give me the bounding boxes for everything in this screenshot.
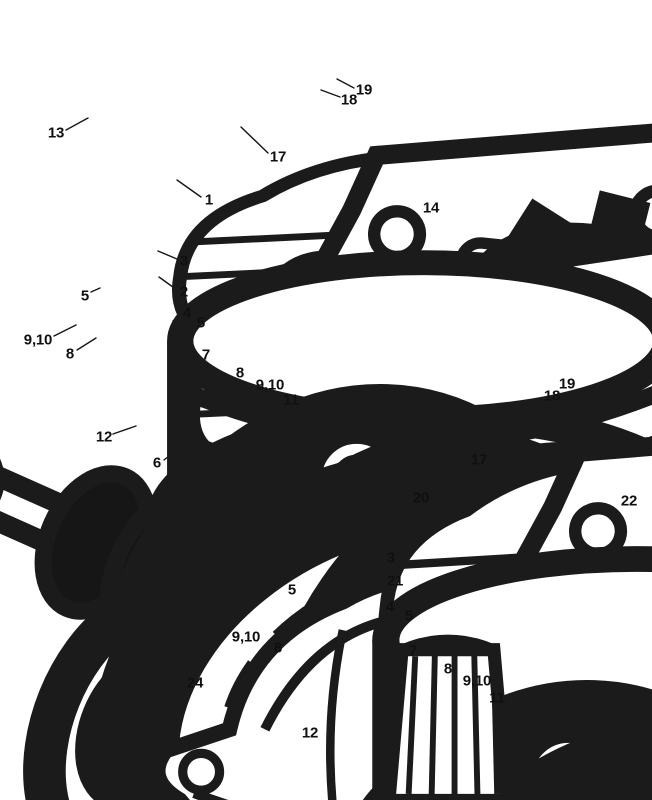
label-bottom-snap-ring-left: 5: [287, 581, 297, 599]
label-top-crankcase-pan: 12: [95, 428, 113, 446]
label-top-cylinder: 1: [204, 191, 214, 209]
label-top-crankshaft: 7: [201, 346, 211, 364]
label-top-oil-seal-right: 9,10: [255, 376, 285, 394]
label-top-screw-19: 19: [355, 81, 373, 99]
label-bottom-screw-19: 19: [558, 375, 576, 393]
label-bottom-screw-18: 18: [543, 387, 561, 405]
label-top-oil-seal-left: 9,10: [23, 331, 53, 349]
label-top-pan-screw: 6: [152, 454, 162, 472]
label-bottom-cylinder: 20: [412, 489, 430, 507]
label-top-muffler: 14: [422, 199, 440, 217]
label-top-gasket: 17: [269, 148, 287, 166]
label-bottom-bearing-right: 8: [443, 660, 453, 678]
label-bottom-crankshaft: 7: [408, 642, 418, 660]
label-bottom-bearing-left: 8: [273, 639, 283, 657]
label-top-bearing-right: 8: [235, 364, 245, 382]
label-bottom-snap-ring-right: 5: [404, 607, 414, 625]
label-bottom-crankcase-pan: 12: [301, 724, 319, 742]
label-bottom-oil-seal-right: 9,10: [462, 672, 492, 690]
label-bottom-muffler: 22: [620, 492, 638, 510]
label-bottom-piston-rings: 3: [386, 549, 396, 567]
label-top-bearing-left: 8: [65, 345, 75, 363]
label-top-piston-rings: 3: [179, 252, 189, 270]
label-top-circlip: 11: [283, 391, 299, 409]
label-top-screw-18: 18: [340, 91, 358, 109]
label-bottom-gasket: 17: [470, 451, 488, 469]
label-top-snap-ring-left: 5: [80, 287, 90, 305]
label-top-snap-ring-right: 5: [196, 314, 206, 332]
label-bottom-wrist-pin: 4: [385, 598, 395, 616]
label-bottom-circlip: 11: [489, 689, 505, 707]
label-bottom-piston: 21: [386, 572, 404, 590]
label-bottom-sealant-tube: 24: [186, 674, 204, 692]
label-bottom-oil-seal-left: 9,10: [231, 628, 261, 646]
label-top-wrist-pin: 4: [182, 304, 192, 322]
label-top-spark-plug: 13: [47, 124, 65, 142]
label-top-piston: 2: [179, 283, 189, 301]
